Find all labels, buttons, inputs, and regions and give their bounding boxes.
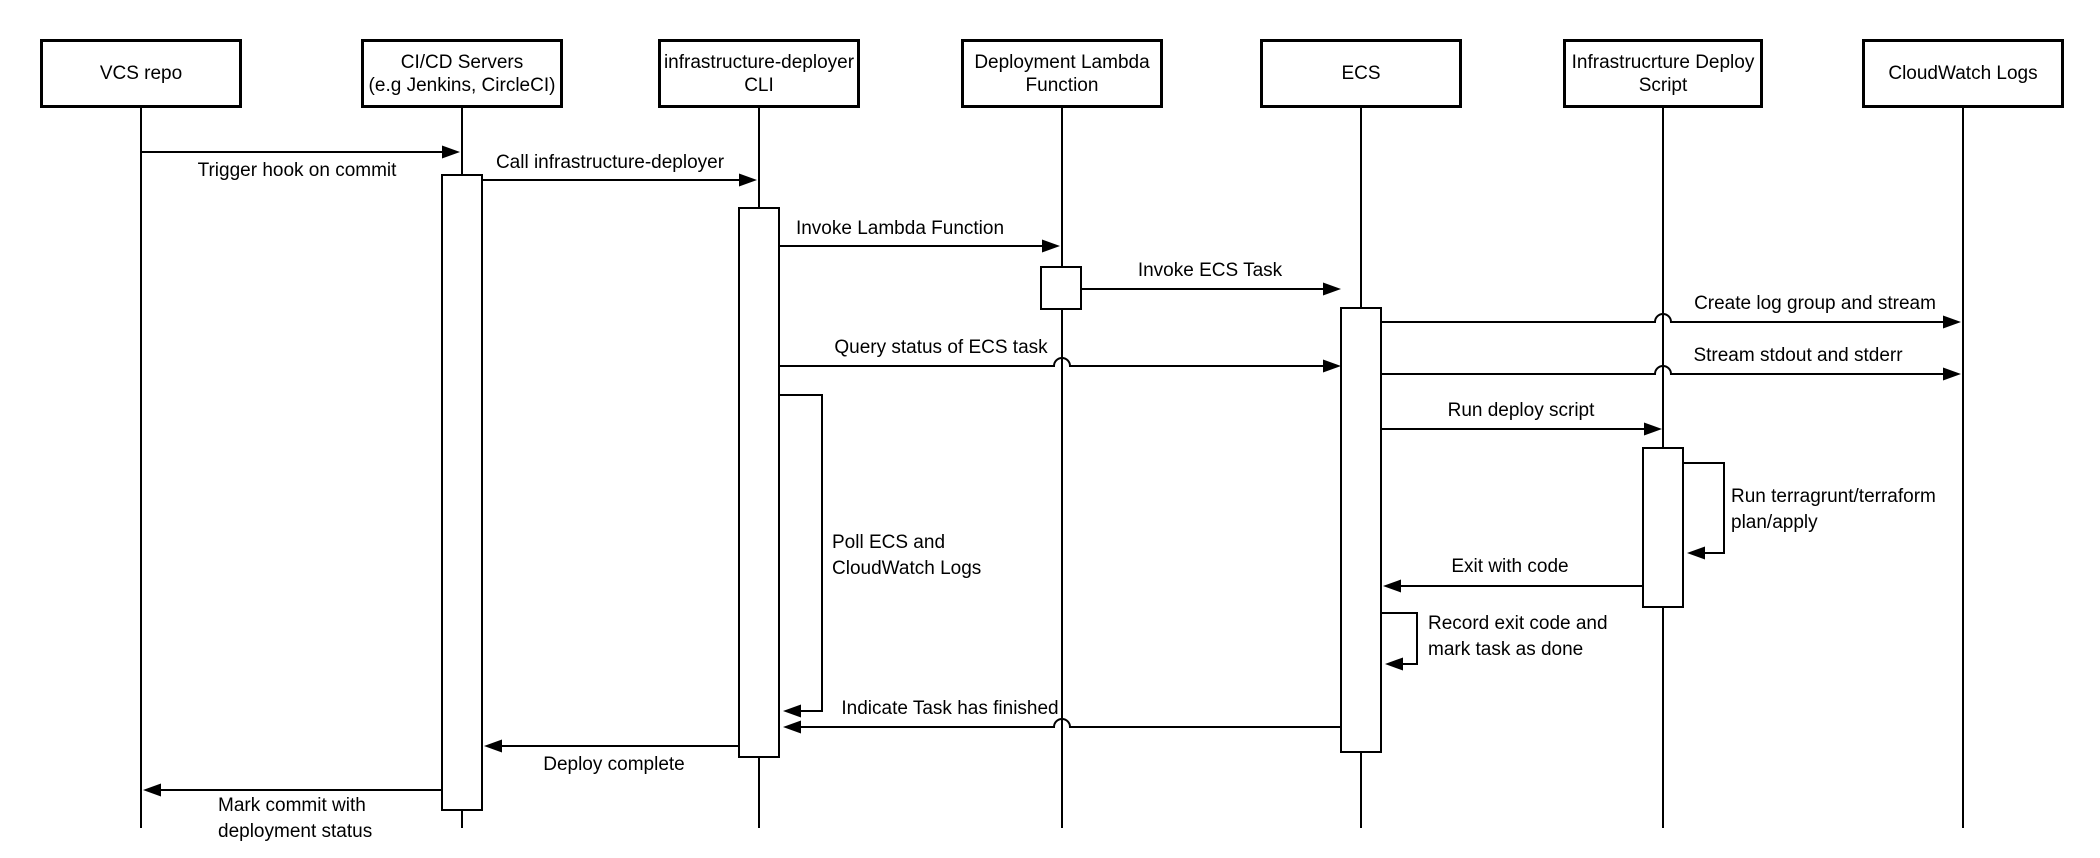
arrowhead-exit-with-code [1383,579,1401,593]
message-label-call-deployer: Call infrastructure-deployer [495,152,725,173]
arrowhead-indicate-finished [783,720,801,734]
participant-box-ecs: ECS [1260,39,1462,108]
participant-box-cicd-servers: CI/CD Servers (e.g Jenkins, CircleCI) [361,39,563,108]
message-arrow-poll-self-loop [779,394,823,712]
activation-lambda [1040,266,1082,310]
message-label-invoke-lambda: Invoke Lambda Function [795,218,1005,239]
arrowhead-deploy-complete [484,739,502,753]
message-label-run-deploy-script: Run deploy script [1447,400,1595,421]
arrowhead-mark-commit [143,783,161,797]
activation-cicd-servers [441,174,483,811]
message-label-deploy-complete: Deploy complete [543,754,685,775]
arrowhead-call-deployer [739,173,757,187]
message-arrow-create-log-group [1381,313,1943,323]
message-label-trigger-hook: Trigger hook on commit [197,160,397,181]
participant-box-infrastructure-deploy-script: Infrastrucrture Deploy Script [1563,39,1763,108]
message-label-invoke-ecs-task: Invoke ECS Task [1137,260,1283,281]
message-arrow-indicate-finished [801,718,1341,728]
arrowhead-stream-stdout [1943,367,1961,381]
arrowhead-query-status [1323,359,1341,373]
message-arrow-query-status [779,357,1323,367]
message-label-stream-stdout: Stream stdout and stderr [1693,345,1903,366]
activation-cli [738,207,780,758]
arrowhead-invoke-ecs-task [1323,282,1341,296]
message-label-indicate-finished: Indicate Task has finished [841,698,1059,719]
arrowhead-run-deploy-script [1644,422,1662,436]
message-label-terragrunt-loop: Run terragrunt/terraform plan/apply [1731,486,1936,533]
arrowhead-poll-loop [783,704,801,718]
participant-box-cloudwatch-logs: CloudWatch Logs [1862,39,2064,108]
participant-box-infrastructure-deployer-cli: infrastructure-deployer CLI [658,39,860,108]
message-label-exit-with-code: Exit with code [1451,556,1569,577]
arrowhead-record-exit-loop [1385,657,1403,671]
message-arrow-record-exit-self-loop [1381,612,1418,665]
arrowhead-terragrunt-loop [1687,546,1705,560]
message-label-create-log-group: Create log group and stream [1694,293,1936,314]
message-arrow-stream-stdout [1381,365,1943,375]
arrowhead-create-log-group [1943,315,1961,329]
message-label-mark-commit: Mark commit with deployment status [218,795,373,842]
message-label-query-status: Query status of ECS task [834,337,1048,358]
participant-box-deployment-lambda: Deployment Lambda Function [961,39,1163,108]
activation-deploy-script [1642,447,1684,608]
message-label-poll-loop: Poll ECS and CloudWatch Logs [832,532,982,579]
arrowhead-invoke-lambda [1042,239,1060,253]
activation-ecs [1340,307,1382,753]
participant-box-vcs-repo: VCS repo [40,39,242,108]
message-label-record-exit-loop: Record exit code and mark task as done [1428,613,1608,660]
arrowhead-trigger-hook [442,145,460,159]
message-arrow-terragrunt-self-loop [1683,462,1725,554]
